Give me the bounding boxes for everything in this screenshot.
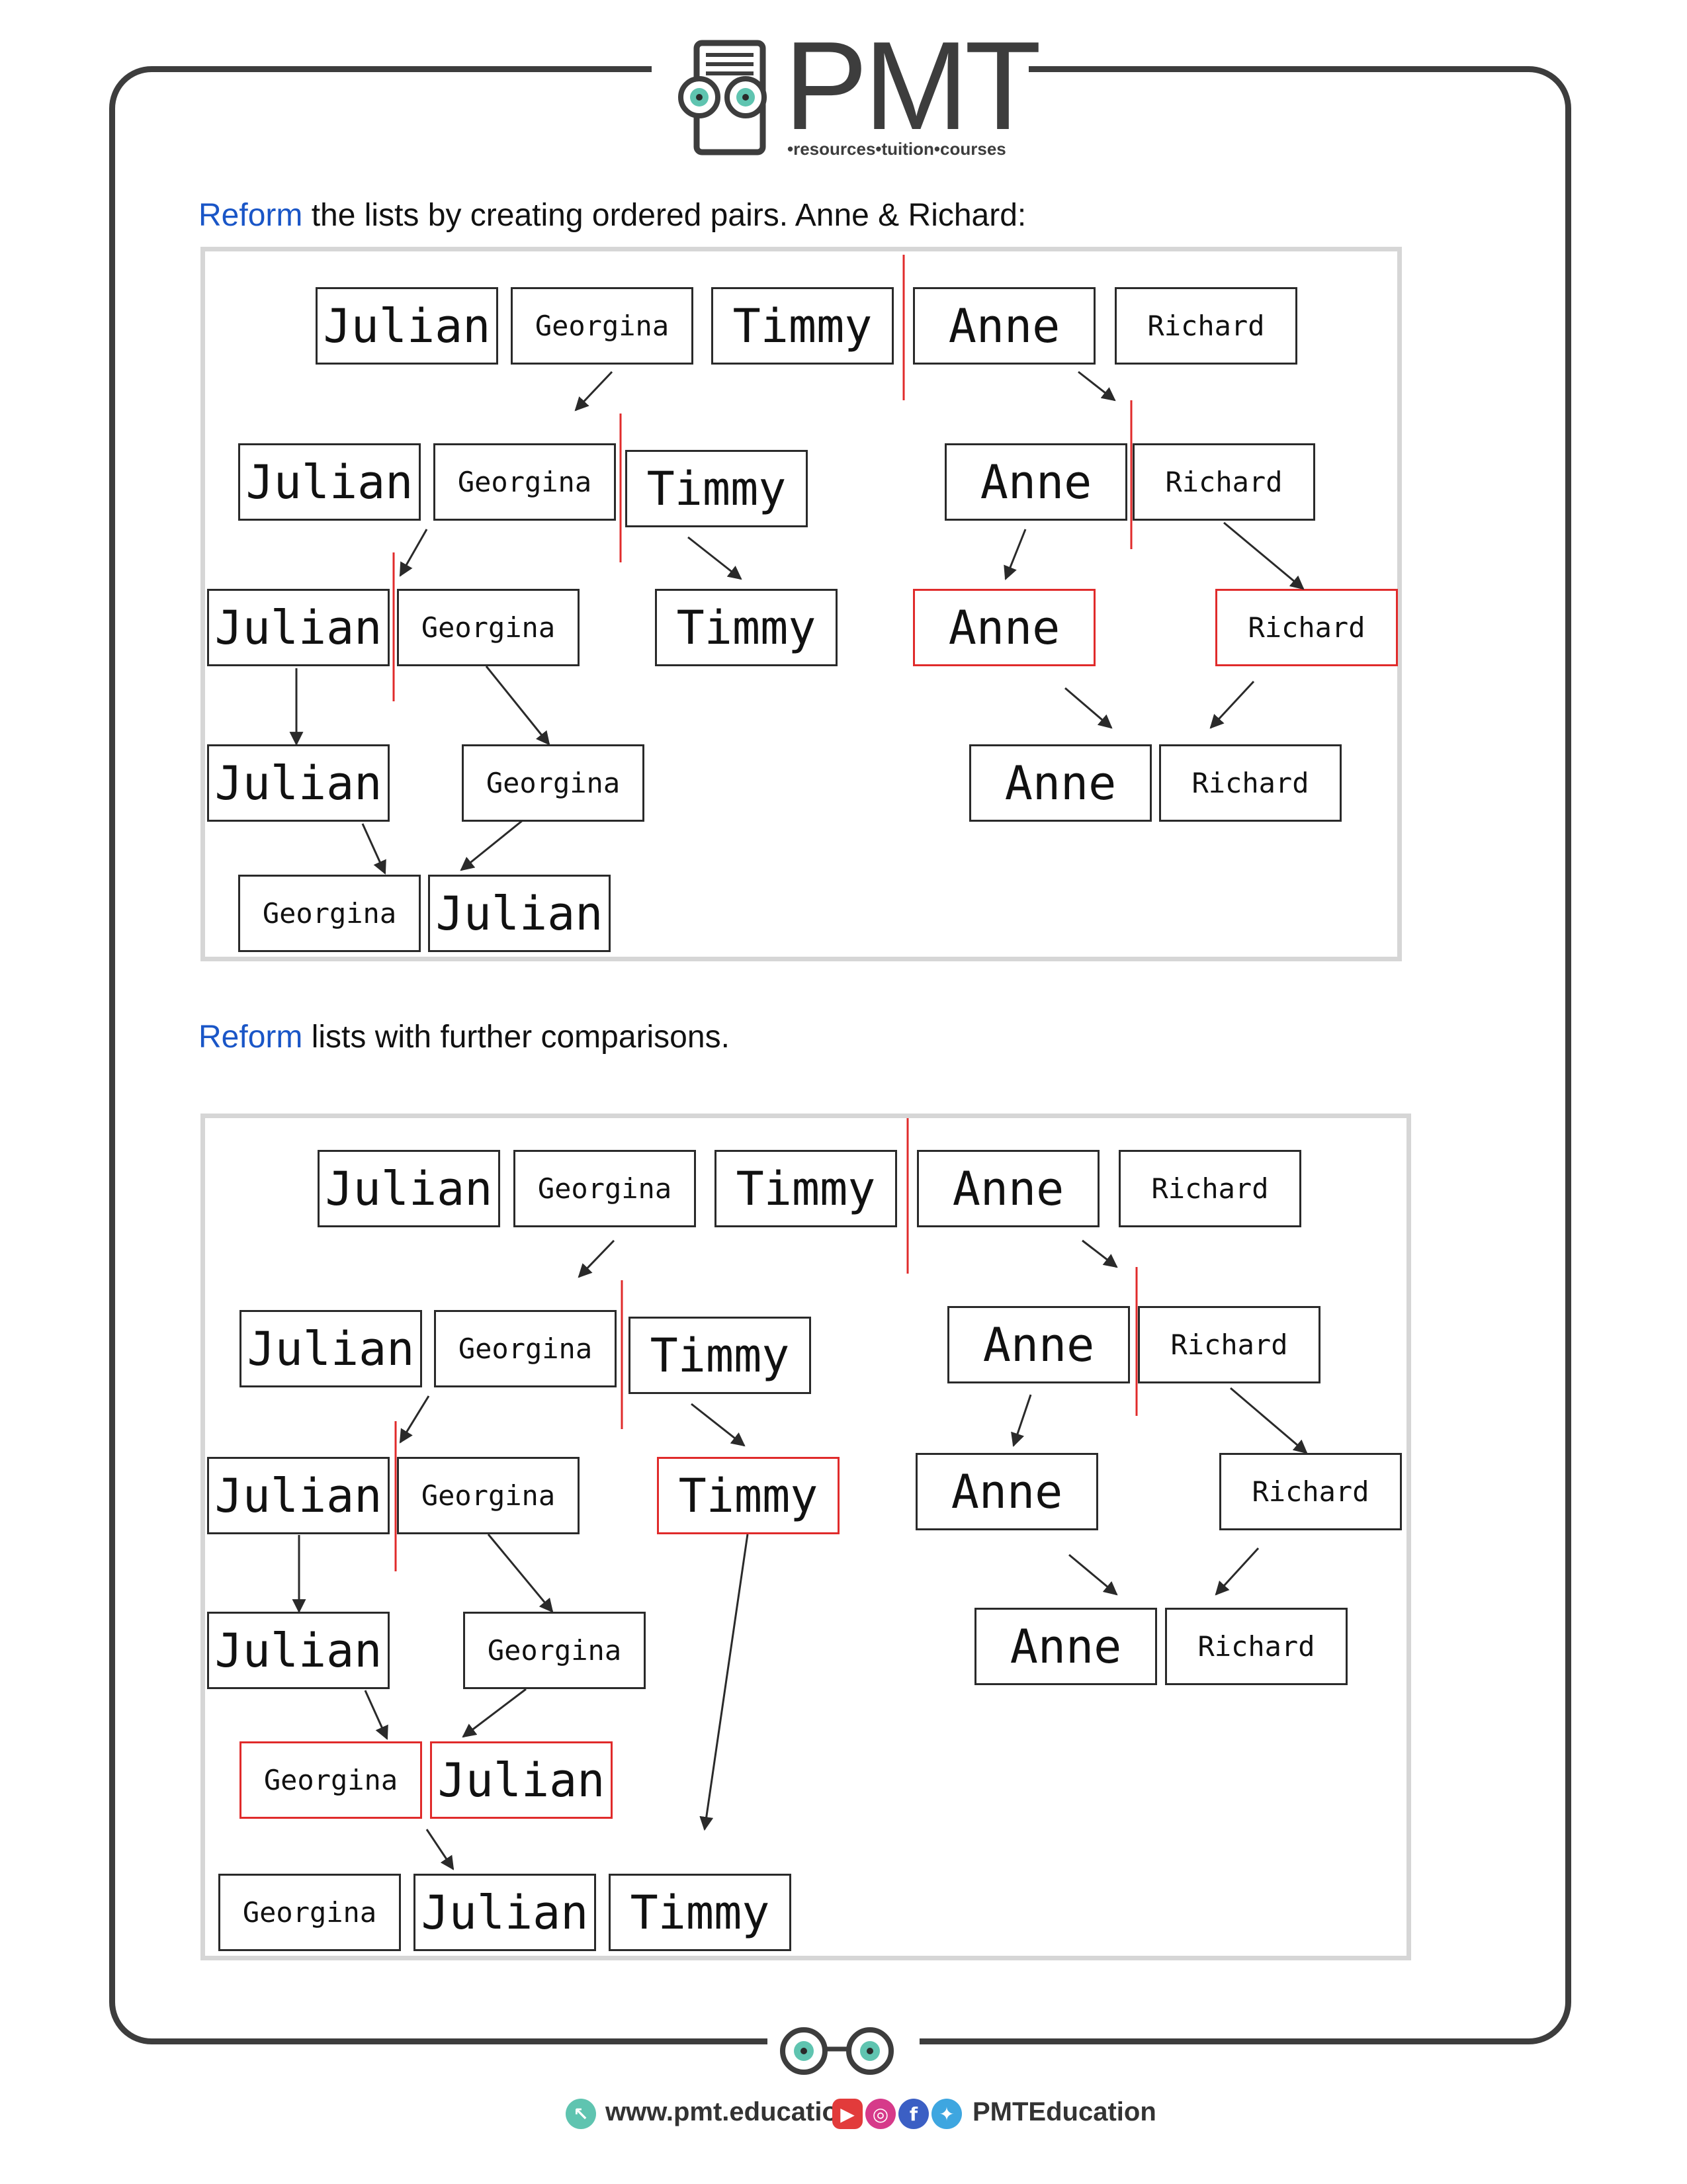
d1-r3-richard-highlighted: Richard xyxy=(1215,589,1398,666)
d2-r4-richard: Richard xyxy=(1165,1608,1348,1685)
footer-social-handle[interactable]: PMTEducation xyxy=(973,2097,1156,2126)
d1-r3-timmy: Timmy xyxy=(655,589,838,666)
d1-r3-georgina: Georgina xyxy=(397,589,580,666)
d1-r2-georgina: Georgina xyxy=(433,443,616,521)
d2-r2-timmy: Timmy xyxy=(628,1317,811,1394)
d1-r2-anne: Anne xyxy=(945,443,1127,521)
glasses-icon xyxy=(780,2027,894,2075)
section1-caption-highlight: Reform xyxy=(198,198,303,233)
d2-r5-georgina-highlighted: Georgina xyxy=(239,1741,422,1819)
facebook-icon[interactable]: f xyxy=(898,2099,929,2129)
d1-r1-anne: Anne xyxy=(913,287,1096,365)
d1-r3-anne-highlighted: Anne xyxy=(913,589,1096,666)
d1-r1-georgina: Georgina xyxy=(511,287,693,365)
logo-tagline: •resources•tuition•courses xyxy=(787,139,1006,159)
d1-r1-julian: Julian xyxy=(316,287,498,365)
book-glasses-icon xyxy=(678,40,767,155)
d2-r6-julian: Julian xyxy=(413,1874,596,1951)
d2-r3-anne: Anne xyxy=(916,1453,1098,1530)
cursor-icon[interactable]: ↖ xyxy=(566,2099,596,2129)
d2-r2-anne: Anne xyxy=(947,1306,1130,1383)
d2-r4-julian: Julian xyxy=(207,1612,390,1689)
d1-r2-julian: Julian xyxy=(238,443,421,521)
d1-r2-timmy: Timmy xyxy=(625,450,808,527)
d2-r2-julian: Julian xyxy=(239,1310,422,1387)
d1-r1-timmy: Timmy xyxy=(711,287,894,365)
logo-text: PMT xyxy=(784,16,1041,156)
d1-r5-georgina: Georgina xyxy=(238,875,421,952)
d1-r4-julian: Julian xyxy=(207,744,390,822)
d1-r4-georgina: Georgina xyxy=(462,744,644,822)
section1-caption: Reform the lists by creating ordered pai… xyxy=(198,197,1026,234)
d1-r4-anne: Anne xyxy=(969,744,1152,822)
d1-r4-richard: Richard xyxy=(1159,744,1342,822)
d1-r1-richard: Richard xyxy=(1115,287,1297,365)
youtube-icon[interactable]: ▶ xyxy=(832,2099,863,2129)
d2-r5-julian-highlighted: Julian xyxy=(430,1741,613,1819)
footer-website[interactable]: www.pmt.education xyxy=(605,2097,855,2126)
d2-r4-georgina: Georgina xyxy=(463,1612,646,1689)
d2-r1-timmy: Timmy xyxy=(714,1150,897,1227)
d2-r3-timmy-highlighted: Timmy xyxy=(657,1457,840,1534)
d2-r3-richard: Richard xyxy=(1219,1453,1402,1530)
section2-caption-text: lists with further comparisons. xyxy=(302,1020,730,1055)
d2-r2-georgina: Georgina xyxy=(434,1310,617,1387)
section2-caption: Reform lists with further comparisons. xyxy=(198,1019,730,1055)
d2-r2-richard: Richard xyxy=(1138,1306,1320,1383)
d1-r3-julian: Julian xyxy=(207,589,390,666)
d1-r2-richard: Richard xyxy=(1133,443,1315,521)
d2-r1-georgina: Georgina xyxy=(513,1150,696,1227)
d2-r1-anne: Anne xyxy=(917,1150,1100,1227)
d1-r5-julian: Julian xyxy=(428,875,611,952)
d2-r3-georgina: Georgina xyxy=(397,1457,580,1534)
section2-caption-highlight: Reform xyxy=(198,1020,303,1055)
twitter-icon[interactable]: ✦ xyxy=(931,2099,962,2129)
d2-r1-julian: Julian xyxy=(318,1150,500,1227)
pmt-logo xyxy=(671,36,1016,169)
d2-r3-julian: Julian xyxy=(207,1457,390,1534)
d2-r1-richard: Richard xyxy=(1119,1150,1301,1227)
diagram-panel-2 xyxy=(200,1114,1411,1960)
d2-r6-georgina: Georgina xyxy=(218,1874,401,1951)
d2-r4-anne: Anne xyxy=(974,1608,1157,1685)
d2-r6-timmy: Timmy xyxy=(609,1874,791,1951)
instagram-icon[interactable]: ◎ xyxy=(865,2099,896,2129)
section1-caption-text: the lists by creating ordered pairs. Ann… xyxy=(302,198,1027,233)
